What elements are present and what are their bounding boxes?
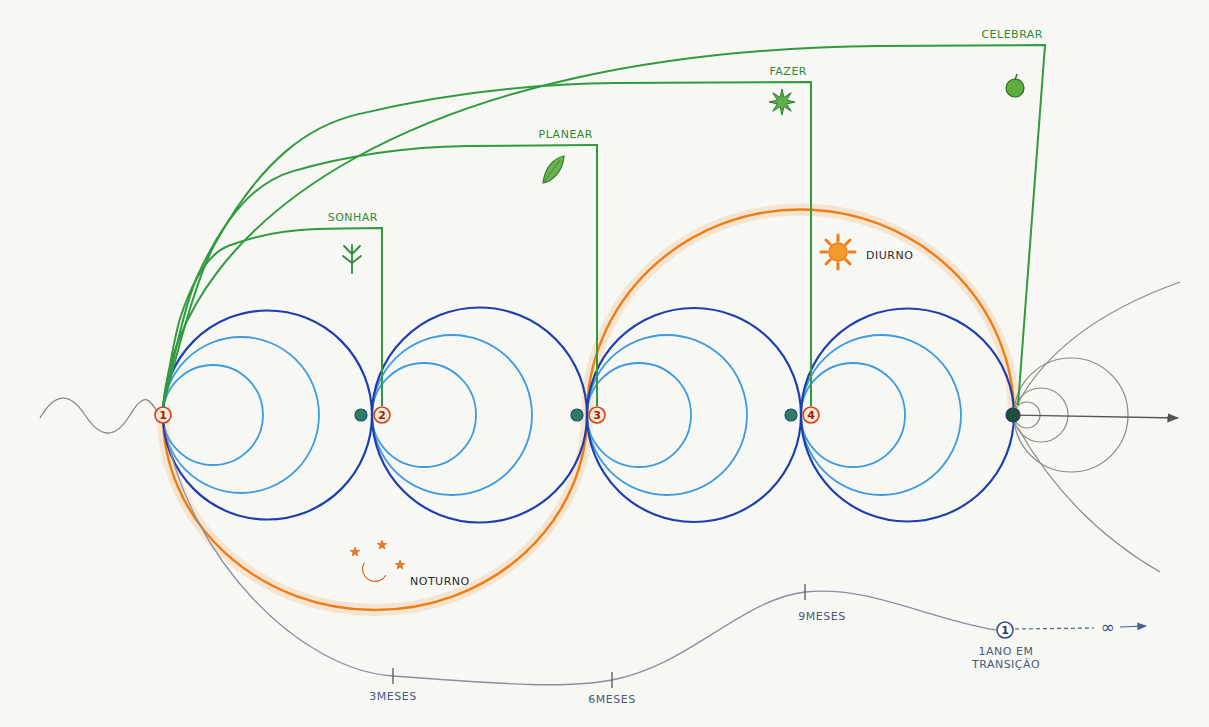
sun-ray bbox=[821, 251, 827, 254]
open-curve bbox=[1018, 282, 1180, 403]
quarter-circles bbox=[163, 308, 1014, 523]
day-arc bbox=[587, 210, 1014, 415]
green-dot bbox=[785, 409, 797, 421]
inner-circle bbox=[801, 335, 961, 495]
inner-circle bbox=[163, 337, 319, 493]
direction-arrow bbox=[1014, 415, 1178, 418]
inner-circle bbox=[801, 363, 905, 467]
time-label: 9MESES bbox=[798, 610, 845, 623]
quarter-circle bbox=[372, 308, 587, 523]
marker-circle bbox=[997, 622, 1013, 638]
sun-disc bbox=[829, 243, 847, 261]
continuation-line bbox=[1015, 628, 1094, 629]
callout-number: 3 bbox=[593, 410, 601, 421]
phase-label: PLANEAR bbox=[538, 128, 594, 141]
celebrate-line bbox=[163, 45, 1045, 406]
phase-label: CELEBRAR bbox=[981, 28, 1043, 41]
stage-marker: 4 bbox=[802, 406, 820, 424]
marker-circle bbox=[374, 407, 390, 423]
time-label: 6MESES bbox=[588, 693, 635, 706]
apple-stem bbox=[1015, 74, 1017, 80]
open-curve bbox=[1018, 428, 1160, 572]
callout-number: 2 bbox=[378, 410, 386, 421]
timeline-tick bbox=[392, 668, 393, 684]
timeline-tick bbox=[611, 672, 612, 688]
time-label: 1ANO EM TRANSIÇÃO bbox=[972, 645, 1040, 671]
apple-icon bbox=[1006, 79, 1024, 97]
sun-ray bbox=[826, 260, 830, 264]
marker-circle bbox=[803, 407, 819, 423]
sun-ray bbox=[846, 240, 850, 244]
phase-connector bbox=[163, 82, 811, 406]
callout-number: 1 bbox=[159, 410, 167, 421]
transition-dots bbox=[355, 408, 1020, 422]
inner-circle bbox=[587, 363, 691, 467]
flower-icon bbox=[769, 89, 795, 115]
phase-label: FAZER bbox=[769, 65, 808, 78]
timeline-curve bbox=[165, 428, 996, 685]
sun-ray bbox=[837, 235, 840, 241]
infinity-label: ∞ bbox=[1101, 617, 1116, 637]
moon-icon bbox=[362, 563, 386, 582]
leaf-icon bbox=[543, 156, 564, 183]
marker-circle bbox=[589, 407, 605, 423]
time-label: 3MESES bbox=[369, 690, 416, 703]
inner-circle bbox=[372, 335, 532, 495]
sun-icon bbox=[821, 235, 855, 269]
infinity-arrow bbox=[1120, 626, 1146, 627]
sun-ray bbox=[849, 251, 855, 254]
green-dot bbox=[571, 409, 583, 421]
timeline-tick bbox=[804, 584, 805, 600]
callout-number: 4 bbox=[807, 410, 815, 421]
sun-ray bbox=[837, 263, 840, 269]
incoming-wave bbox=[40, 398, 158, 433]
inner-circle bbox=[372, 363, 476, 467]
sun-ray bbox=[846, 260, 850, 264]
phase-label: SONHAR bbox=[327, 211, 379, 224]
green-dot bbox=[355, 409, 367, 421]
inner-circle bbox=[587, 335, 747, 495]
stage-marker: 3 bbox=[588, 406, 606, 424]
marker-circle bbox=[155, 407, 171, 423]
quarter-circle bbox=[163, 311, 372, 520]
sprout-icon bbox=[343, 245, 361, 273]
day-label: DIURNO bbox=[866, 249, 913, 262]
inner-circles bbox=[163, 335, 961, 495]
star-icon bbox=[377, 540, 387, 549]
star-icon bbox=[395, 560, 405, 569]
quarter-circle bbox=[801, 309, 1014, 522]
leaf-vein bbox=[544, 160, 560, 182]
phase-connector bbox=[163, 228, 382, 406]
night-label: NOTURNO bbox=[410, 575, 470, 588]
day-arc-shade bbox=[587, 210, 1014, 415]
stage-marker: 1 bbox=[154, 406, 172, 424]
year-marker: 1 bbox=[996, 621, 1014, 639]
phase-connector bbox=[163, 145, 597, 406]
star-icon bbox=[350, 547, 360, 556]
quarter-circle bbox=[587, 308, 801, 522]
end-dot bbox=[1006, 408, 1020, 422]
inner-circle bbox=[163, 365, 263, 465]
sun-ray bbox=[826, 240, 830, 244]
stage-marker: 2 bbox=[373, 406, 391, 424]
callout-number: 1 bbox=[1001, 625, 1009, 636]
